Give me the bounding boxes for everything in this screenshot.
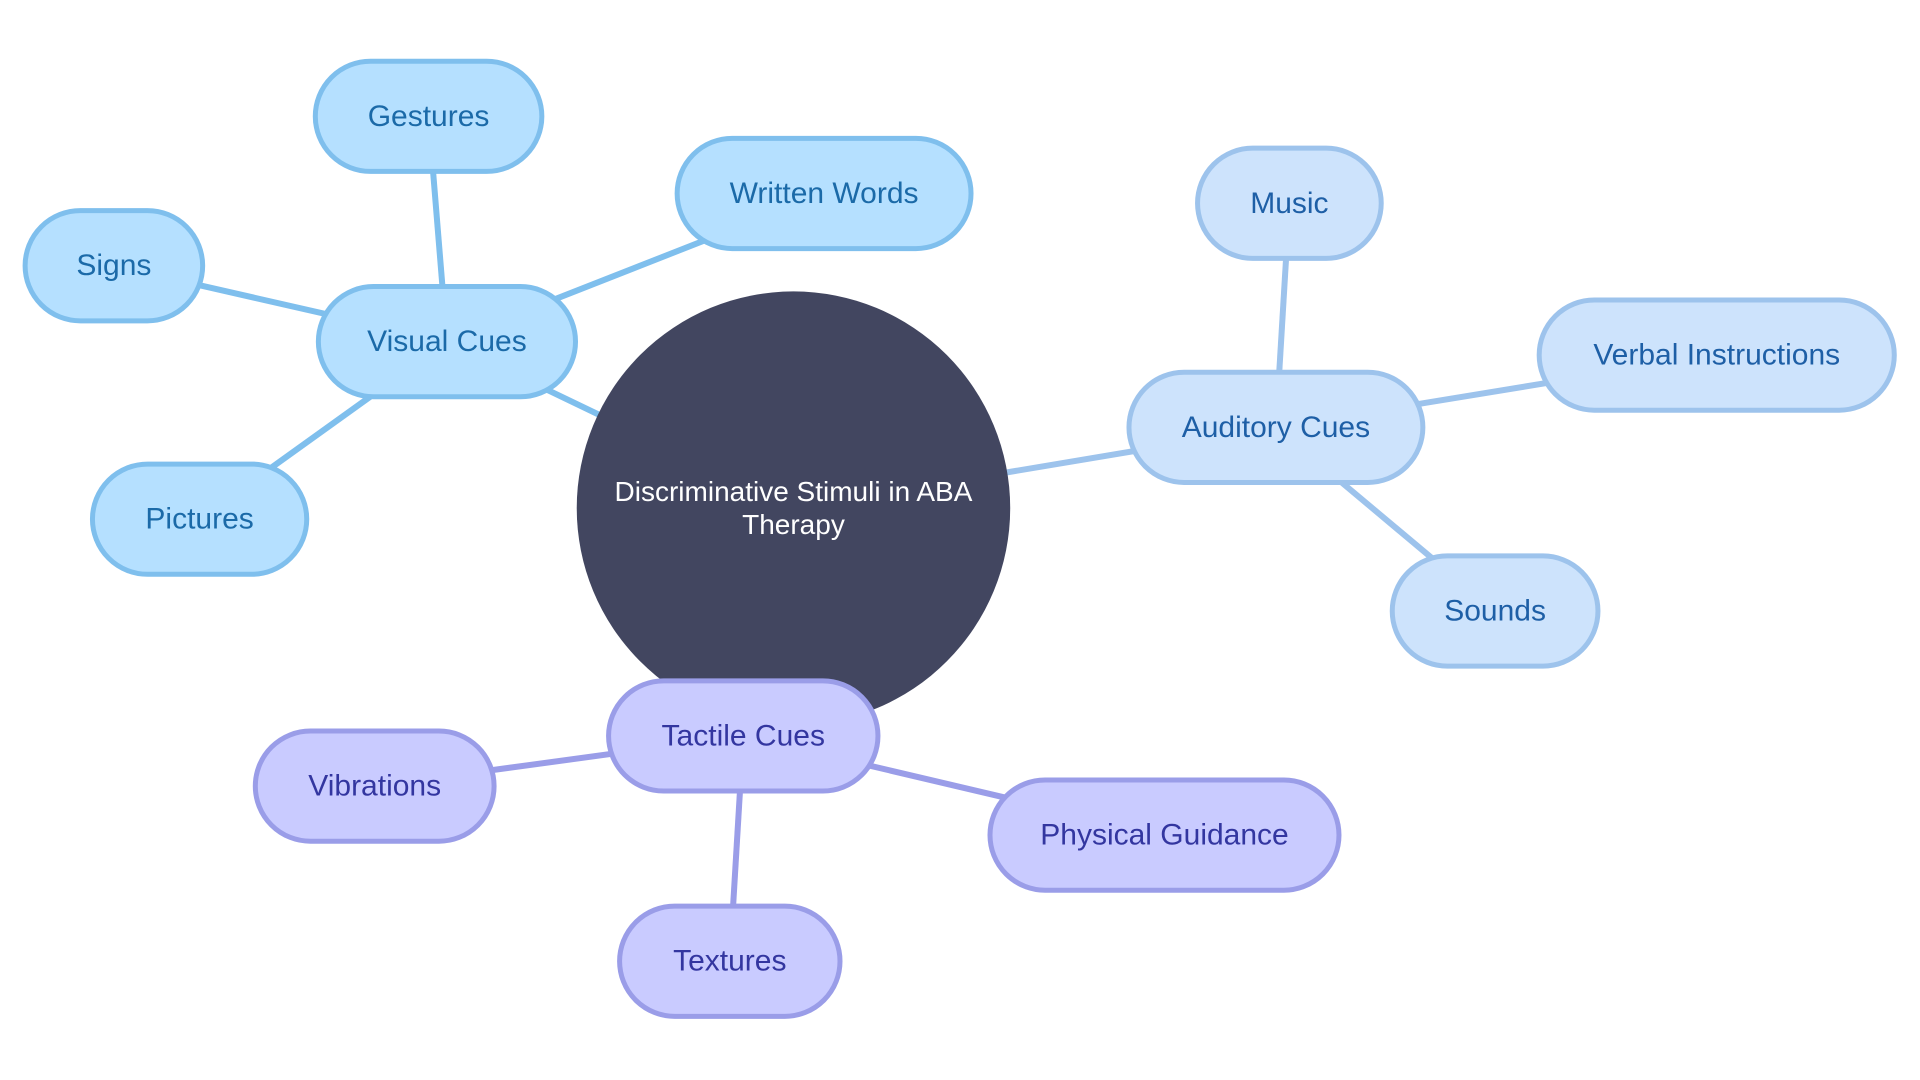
leaf-node-signs-label: Signs: [76, 249, 151, 282]
leaf-node-written-words-label: Written Words: [730, 177, 919, 210]
branch-node-visual-cues-shape: [315, 284, 579, 400]
leaf-node-gestures: Gestures: [312, 58, 545, 174]
leaf-node-physical-guidance-label: Physical Guidance: [1040, 819, 1288, 852]
leaf-node-vibrations-label: Vibrations: [308, 770, 441, 803]
leaf-node-vibrations: Vibrations: [252, 728, 497, 844]
leaf-node-textures-shape: [617, 903, 843, 1019]
branch-node-auditory-cues-label: Auditory Cues: [1182, 411, 1370, 444]
leaf-node-vibrations-shape: [252, 728, 497, 844]
leaf-node-textures: Textures: [617, 903, 843, 1019]
leaf-node-sounds-shape: [1389, 553, 1601, 669]
leaf-node-textures-label: Textures: [673, 945, 786, 978]
branch-node-tactile-cues: Tactile Cues: [606, 678, 881, 794]
leaf-node-signs: Signs: [22, 208, 206, 324]
leaf-node-physical-guidance-shape: [987, 777, 1342, 893]
root-node-label-line: Therapy: [742, 509, 845, 540]
leaf-node-gestures-shape: [312, 58, 545, 174]
branch-node-tactile-cues-shape: [606, 678, 881, 794]
leaf-node-music-shape: [1195, 145, 1384, 261]
leaf-node-pictures: Pictures: [89, 461, 310, 577]
root-node-shape: [576, 291, 1011, 725]
leaf-node-verbal-instructions-label: Verbal Instructions: [1593, 339, 1840, 372]
leaf-node-sounds: Sounds: [1389, 553, 1601, 669]
leaf-node-music: Music: [1195, 145, 1384, 261]
leaf-node-pictures-shape: [89, 461, 310, 577]
leaf-node-written-words: Written Words: [674, 135, 974, 252]
branch-node-visual-cues-label: Visual Cues: [367, 325, 527, 358]
root-node-label-line: Discriminative Stimuli in ABA: [615, 476, 973, 507]
branch-node-visual-cues: Visual Cues: [315, 284, 579, 400]
leaf-node-verbal-instructions: Verbal Instructions: [1536, 297, 1897, 413]
leaf-node-music-label: Music: [1250, 187, 1328, 220]
branch-node-auditory-cues: Auditory Cues: [1126, 369, 1426, 485]
leaf-node-signs-shape: [22, 208, 206, 324]
leaf-node-physical-guidance: Physical Guidance: [987, 777, 1342, 893]
branch-node-tactile-cues-label: Tactile Cues: [662, 719, 825, 752]
leaf-node-sounds-label: Sounds: [1444, 595, 1546, 628]
leaf-node-written-words-shape: [674, 135, 974, 252]
leaf-node-pictures-label: Pictures: [145, 503, 253, 536]
leaf-node-gestures-label: Gestures: [368, 100, 490, 133]
branch-node-auditory-cues-shape: [1126, 369, 1426, 485]
leaf-node-verbal-instructions-shape: [1536, 297, 1897, 413]
